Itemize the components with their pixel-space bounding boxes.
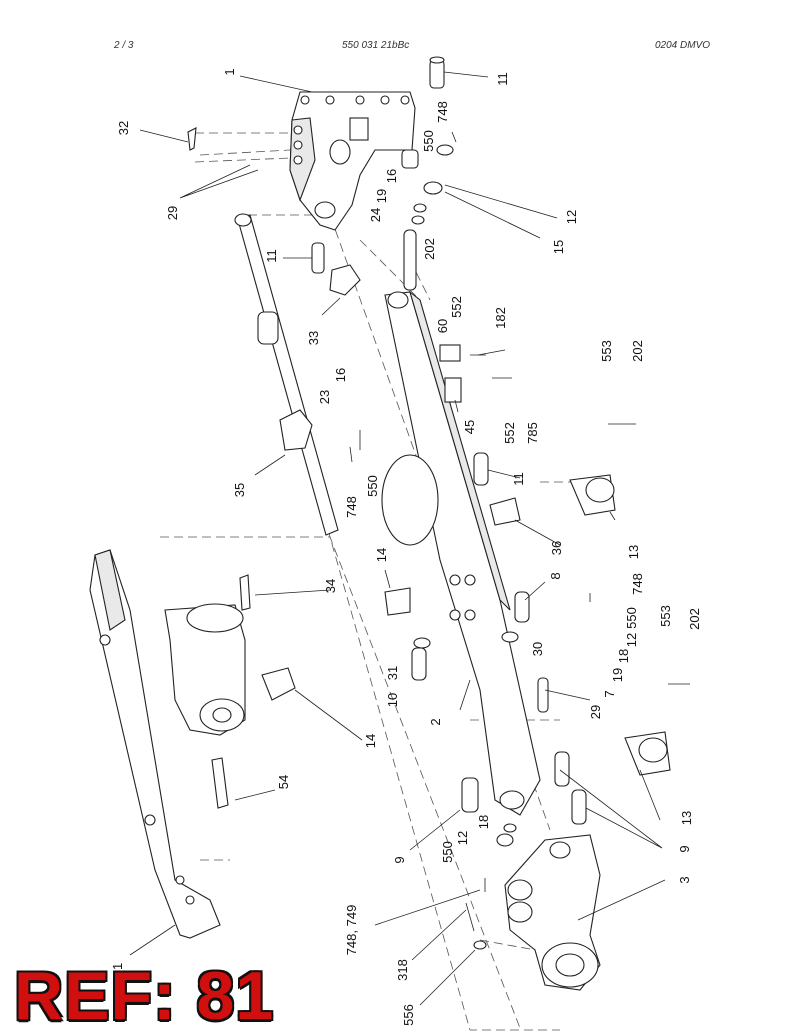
callout-202: 202 xyxy=(422,238,437,260)
callout-552: 552 xyxy=(502,422,517,444)
callout-labels: 1 11 32 748 550 16 19 12 29 24 202 15 11… xyxy=(110,68,702,1025)
callout-748: 748 xyxy=(435,101,450,123)
callout-550: 550 xyxy=(421,130,436,152)
callout-54: 54 xyxy=(276,775,291,789)
callout-202: 202 xyxy=(630,340,645,362)
callout-29: 29 xyxy=(165,206,180,220)
callout-12: 12 xyxy=(564,210,579,224)
callout-24: 24 xyxy=(368,208,383,222)
part-frame-81 xyxy=(89,549,221,939)
part-pins xyxy=(411,452,587,950)
callout-12: 12 xyxy=(455,831,470,845)
callout-11: 11 xyxy=(264,249,279,263)
document-code: 550 031 21bBc xyxy=(342,40,410,51)
callout-202: 202 xyxy=(687,608,702,630)
callout-14: 14 xyxy=(363,734,378,748)
callout-23: 23 xyxy=(317,390,332,404)
callout-13: 13 xyxy=(626,545,641,559)
callout-3: 3 xyxy=(677,876,692,883)
callout-8: 8 xyxy=(548,572,563,579)
part-knuckle-3 xyxy=(504,834,601,991)
callout-13: 13 xyxy=(679,811,694,825)
callout-550: 550 xyxy=(440,841,455,863)
part-clip-32 xyxy=(187,127,197,151)
callout-7: 7 xyxy=(602,690,617,697)
callout-45: 45 xyxy=(462,420,477,434)
leader-lines xyxy=(129,71,666,1006)
callout-60: 60 xyxy=(435,319,450,333)
callout-785: 785 xyxy=(525,422,540,444)
callout-34: 34 xyxy=(323,579,338,593)
callout-552: 552 xyxy=(449,296,464,318)
page-number: 2 / 3 xyxy=(114,40,134,51)
callout-14: 14 xyxy=(374,548,389,562)
callout-18: 18 xyxy=(476,815,491,829)
callout-182: 182 xyxy=(493,307,508,329)
callout-9: 9 xyxy=(677,845,692,852)
ref-badge: REF: 81 xyxy=(14,958,275,1034)
callout-11: 11 xyxy=(495,72,510,86)
callout-35: 35 xyxy=(232,483,247,497)
callout-550: 550 xyxy=(365,475,380,497)
callout-16: 16 xyxy=(333,368,348,382)
callout-19: 19 xyxy=(610,668,625,682)
part-clamps xyxy=(211,497,521,809)
callout-2: 2 xyxy=(428,718,443,725)
callout-33: 33 xyxy=(306,331,321,345)
callout-31: 31 xyxy=(385,666,400,680)
callout-9: 9 xyxy=(392,856,407,863)
callout-10: 10 xyxy=(385,693,400,707)
callout-553: 553 xyxy=(658,605,673,627)
callout-32: 32 xyxy=(116,121,131,135)
callout-16: 16 xyxy=(384,169,399,183)
callout-748-749: 748, 749 xyxy=(344,905,359,956)
part-bushings-top xyxy=(401,144,454,291)
callout-18: 18 xyxy=(616,649,631,663)
callout-15: 15 xyxy=(551,240,566,254)
callout-11: 11 xyxy=(511,472,526,486)
callout-19: 19 xyxy=(374,189,389,203)
callout-748: 748 xyxy=(630,573,645,595)
callout-29: 29 xyxy=(588,705,603,719)
callout-748: 748 xyxy=(344,496,359,518)
callout-1: 1 xyxy=(222,68,237,75)
callout-30: 30 xyxy=(530,642,545,656)
callout-550: 550 xyxy=(624,607,639,629)
callout-553: 553 xyxy=(599,340,614,362)
callout-36: 36 xyxy=(549,541,564,555)
part-hub-cylinder xyxy=(164,603,246,736)
callout-81: 81 xyxy=(110,963,125,977)
callout-556: 556 xyxy=(401,1004,416,1026)
part-main-arm-2 xyxy=(381,290,541,816)
part-bracket-1 xyxy=(289,91,416,231)
version-code: 0204 DMVO xyxy=(655,40,711,51)
part-tie-rod-left xyxy=(234,213,361,536)
part-pin-11-top xyxy=(429,56,445,89)
callout-318: 318 xyxy=(395,959,410,981)
part-pivot-housing-13 xyxy=(569,474,671,776)
callout-12: 12 xyxy=(624,633,639,647)
